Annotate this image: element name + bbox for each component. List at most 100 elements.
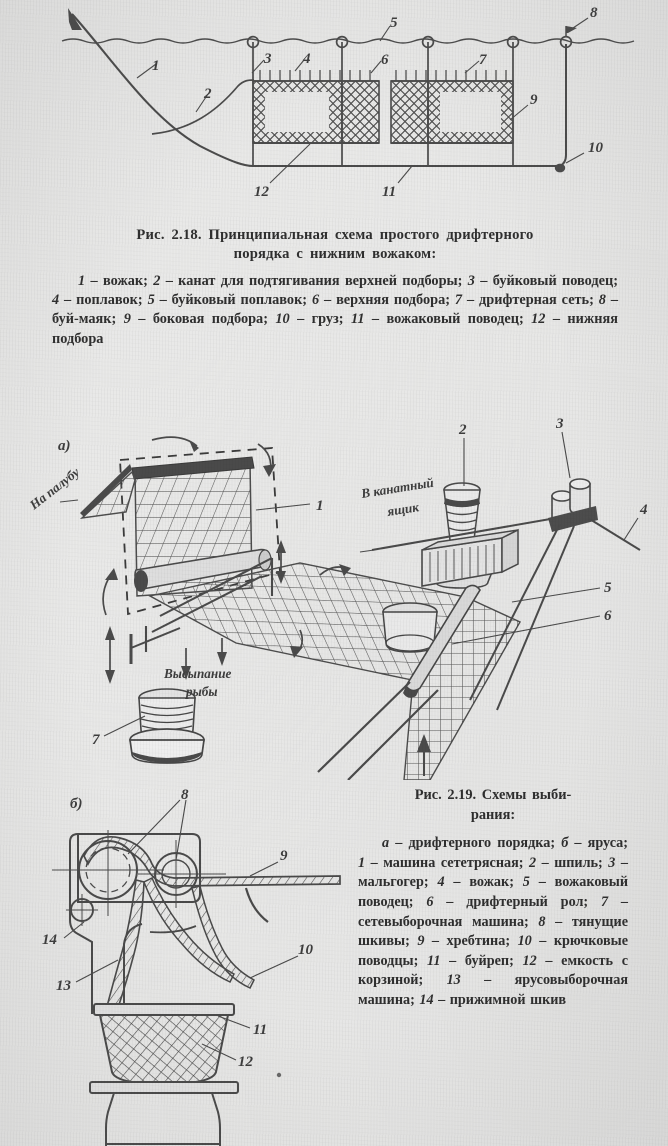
leader-a-5 [511, 587, 601, 603]
panel-a-label: а) [58, 438, 71, 454]
hull-arrow [417, 734, 431, 776]
callout-b-14: 14 [42, 932, 58, 948]
callout-12: 12 [254, 184, 270, 200]
motion-arrows-group [105, 540, 286, 684]
leader-b-9 [249, 861, 279, 877]
callout-b-8: 8 [181, 787, 189, 803]
annotation-ropebox-line1: В канатный [359, 475, 434, 501]
net-panel-4 [427, 80, 514, 144]
leader-a-6 [451, 615, 601, 645]
rope-povodets-5b [496, 525, 575, 711]
callout-b-13: 13 [56, 978, 72, 994]
hook-snood-10-b [191, 885, 255, 989]
leader-5 [379, 25, 391, 42]
leader-7 [464, 60, 480, 74]
mainline-9-hrebtina [83, 836, 341, 887]
callout-5: 5 [390, 15, 398, 31]
net-panels-group [252, 80, 514, 144]
apron-edge-dark [80, 464, 132, 517]
rope-to-ropebox [371, 517, 557, 551]
drifter-roll-6 [403, 584, 481, 698]
hull-edge-2 [347, 689, 439, 780]
rotation-arrows-group [102, 436, 351, 658]
leader-3 [251, 59, 265, 74]
paper-speck [276, 1072, 282, 1078]
callout-b-10: 10 [298, 942, 314, 958]
callout-8: 8 [590, 5, 598, 21]
net-panel-3 [390, 80, 429, 144]
callout-4: 4 [302, 51, 311, 67]
weight-10-shape [554, 163, 566, 173]
callout-9: 9 [530, 92, 538, 108]
buoy-floats-group [246, 35, 573, 49]
leader-11 [397, 165, 413, 184]
figure-2-19a-svg: а) [26, 416, 648, 780]
leader-b-8b [175, 799, 187, 861]
leader-6 [370, 60, 382, 74]
frame-bar-lower [151, 575, 263, 633]
figure-2-19-panel-a-drawing: а) [0, 400, 668, 780]
frame-bar-upper [159, 557, 273, 617]
callout-7: 7 [479, 52, 487, 68]
callout-3: 3 [263, 51, 272, 67]
callout-2-rope-line [151, 79, 255, 135]
pedestal-base [105, 1092, 221, 1146]
leader-deck [59, 499, 79, 503]
figure-2-18-caption-title: Рис. 2.18. Принципиальная схема простого… [52, 226, 618, 265]
hook-snood-10-a [143, 876, 235, 983]
annotation-fish-line2: рыбы [185, 684, 217, 699]
callout-b-12: 12 [238, 1054, 254, 1070]
leader-b-13 [75, 959, 119, 983]
callout-a-1: 1 [316, 498, 324, 514]
panel-b-label: б) [70, 796, 82, 812]
leader-b-12 [201, 1043, 237, 1061]
leader-a-4 [623, 517, 639, 541]
caption-title-line-2: порядка с нижним вожаком: [233, 246, 437, 263]
caption-title-line-1: Рис. 2.18. Принципиальная схема простого… [136, 227, 534, 243]
net-hauler-capstan-7 [129, 688, 205, 764]
callout-a-7: 7 [92, 732, 100, 748]
net-apron-left [79, 470, 136, 519]
rope-vozhak-4 [587, 517, 641, 551]
deck-bollard-drum [382, 602, 438, 653]
callout-a-6: 6 [604, 608, 612, 624]
leader-12 [269, 143, 311, 184]
leader-ropebox [359, 549, 375, 553]
callout-b-9: 9 [280, 848, 288, 864]
figure-2-19-legend: а – дрифтерного порядка; б – яруса; 1 – … [358, 835, 629, 1008]
leader-4 [294, 59, 305, 72]
figure-2-18-legend: 1 – вожак; 2 – канат для подтягивания ве… [52, 272, 618, 347]
hull-edge-1 [317, 681, 411, 773]
leader-b-11 [217, 1015, 251, 1029]
figure-2-18-svg: 1 2 3 4 5 6 7 8 9 10 11 12 [61, 5, 635, 200]
callout-b-11: 11 [253, 1022, 267, 1038]
hook-branch [244, 887, 269, 923]
leader-2 [195, 93, 209, 113]
callout-a-4: 4 [639, 502, 648, 518]
callout-1-vozhak-line [71, 13, 254, 168]
callout-6: 6 [381, 52, 389, 68]
fairlead-3-malgoger [548, 478, 598, 532]
frame-end-rail [130, 627, 181, 649]
callout-a-3: 3 [555, 416, 564, 432]
arrowhead-vozhak [68, 8, 82, 30]
callout-a-2: 2 [458, 422, 467, 438]
leader-10 [565, 152, 585, 164]
leader-b-10 [249, 955, 299, 979]
buoy-beacon-flag [565, 26, 577, 37]
leader-a-7 [103, 715, 146, 737]
figure-2-19-panel-b-drawing: б) [40, 782, 355, 1146]
figure-2-18-drawing: 1 2 3 4 5 6 7 8 9 10 11 12 [0, 0, 668, 205]
caption219-title-line-2: рания: [470, 806, 516, 823]
caption219-title-line-1: Рис. 2.19. Схемы выби- [414, 787, 572, 803]
leader-b-8a [127, 799, 181, 855]
callout-1: 1 [152, 58, 160, 74]
capstan-2-shpil [421, 482, 519, 589]
leader-a-3 [561, 431, 571, 479]
figure-2-19-caption-title: Рис. 2.19. Схемы выби- рания: [358, 786, 628, 825]
pressure-pulley-14 [66, 894, 98, 926]
callout-2: 2 [203, 86, 212, 102]
hauler-housing-outline-left [69, 833, 93, 1014]
callout-11: 11 [382, 184, 396, 200]
annotation-ropebox-line2: ящик [385, 499, 420, 519]
